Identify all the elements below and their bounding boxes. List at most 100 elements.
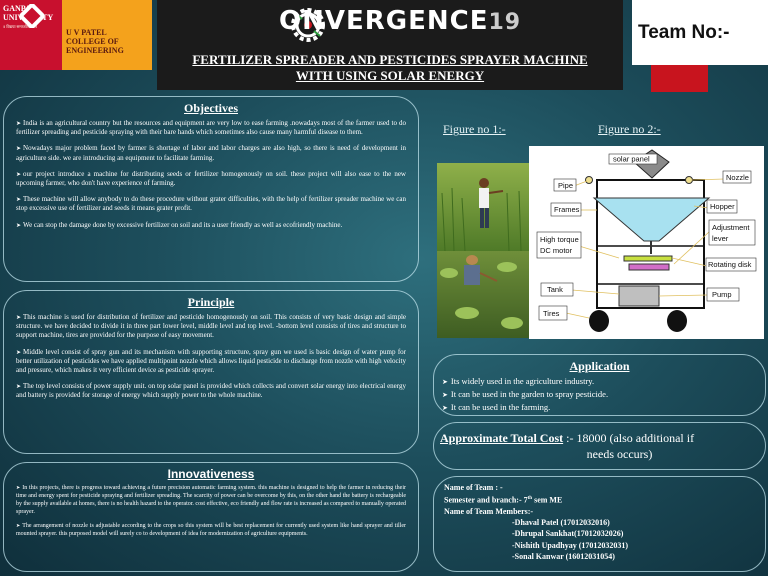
logo-college-line1: U V PATEL [66,28,107,37]
poster-title: FERTILIZER SPREADER AND PESTICIDES SPRAY… [157,52,623,84]
pump-shape [618,285,660,307]
diagram-label-motor-line2: DC motor [540,246,573,255]
objective-text: our project introduce a machine for dist… [16,169,406,188]
diagram-label-tank: Tank [547,285,563,294]
application-title: Application [569,359,630,373]
innovativeness-paragraph: ➤In this projects, there is progress tow… [16,484,406,516]
diagram-label-pump: Pump [712,290,732,299]
logo-college-line3: ENGINEERING [66,46,124,55]
innovativeness-text: The arrangement of nozzle is adjustable … [16,523,406,537]
semester-sup: th [527,496,533,501]
principle-text: The top level consists of power supply u… [16,382,406,400]
application-panel: Application ➤Its widely used in the agri… [433,354,766,416]
cost-panel: Approximate Total Cost :- 18000 (also ad… [433,422,766,470]
diagram-label-nozzle: Nozzle [726,173,749,182]
application-text: It can be used in the garden to spray pe… [450,389,609,399]
objective-text: India is an agricultural country but the… [16,119,406,137]
tire-right [667,310,687,332]
arrow-bullet-icon: ➤ [16,196,22,204]
objective-text: Nowadays major problem faced by farmer i… [16,144,406,162]
principle-paragraph: ➤The top level consists of power supply … [16,382,406,400]
event-name-text: ONVERGENCE [279,6,489,36]
diagram-label-tires: Tires [543,309,560,318]
machine-diagram: solar panel Pipe Frames High torque DC m… [529,146,764,339]
innovativeness-text: In this projects, there is progress towa… [16,485,406,515]
objective-text: We can stop the damage done by excessive… [23,220,343,229]
logo-motto: ॥ विद्यया समाजोत्कर्षः ॥ [3,24,38,29]
team-number-box: Team No:- [632,0,768,65]
semester-line: Semester and branch:- 7th sem ME [444,493,755,506]
diagram-label-adjustment-line2: lever [712,234,729,243]
application-item: ➤Its widely used in the agriculture indu… [442,375,757,388]
diagram-label-frames: Frames [554,205,580,214]
poster-title-line2: WITH USING SOLAR ENERGY [295,68,485,83]
team-member: -Dhaval Patel (17012032016) [512,517,610,527]
arrow-bullet-icon: ➤ [16,485,21,491]
event-year: 19 [488,10,522,35]
innovativeness-title: Innovativeness [167,467,255,481]
figure2-label: Figure no 2:- [598,122,661,136]
principle-text: Middle level consist of spray gun and it… [16,347,406,375]
objective-paragraph: ➤India is an agricultural country but th… [16,119,406,137]
objectives-title: Objectives [184,101,238,115]
logo-college-line2: COLLEGE OF [66,37,119,46]
objective-text: These machine will allow anybody to do t… [16,195,406,213]
figure1-label: Figure no 1:- [443,122,506,136]
farmer-photo [437,163,529,338]
cost-value: :- 18000 (also additional if [566,431,695,445]
machine-frame [596,179,705,309]
objective-paragraph: ➤our project introduce a machine for dis… [16,170,406,188]
innovativeness-panel: Innovativeness ➤In this projects, there … [3,462,419,572]
principle-text: This machine is used for distribution of… [16,313,406,340]
objective-paragraph: ➤Nowadays major problem faced by farmer … [16,144,406,162]
arrow-bullet-icon: ➤ [16,120,22,127]
team-number-label: Team No:- [638,22,730,43]
principle-title: Principle [187,295,235,309]
diagram-label-solar-panel: solar panel [613,155,650,164]
objective-paragraph: ➤These machine will allow anybody to do … [16,195,406,213]
team-member: -Nishith Upadhyay (17012032031) [512,540,629,550]
team-member: -Sonal Kanwar (16012031054) [512,552,615,562]
principle-paragraph: ➤Middle level consist of spray gun and i… [16,348,406,376]
arrow-bullet-icon: ➤ [442,378,448,386]
team-details-panel: Name of Team : - Semester and branch:- 7… [433,476,766,572]
application-text: Its widely used in the agriculture indus… [450,376,595,386]
adjustment-plate-shape [628,263,670,271]
application-item: ➤It can be used in the garden to spray p… [442,388,757,401]
principle-paragraph: ➤This machine is used for distribution o… [16,313,406,341]
arrow-bullet-icon: ➤ [16,348,22,356]
application-text: It can be used in the farming. [450,402,551,412]
hopper-shape [592,197,711,242]
arrow-bullet-icon: ➤ [16,314,22,321]
application-item: ➤It can be used in the farming. [442,401,757,414]
members-label: Name of Team Members:- [444,506,534,516]
college-logo: GANPAT UNIVERSITY ॥ विद्यया समाजोत्कर्षः… [0,0,152,70]
arrow-bullet-icon: ➤ [442,391,448,399]
diagram-label-pipe: Pipe [558,181,573,190]
university-emblem-icon [20,4,44,28]
objectives-panel: Objectives ➤India is an agricultural cou… [3,96,419,282]
arrow-bullet-icon: ➤ [442,404,448,412]
arrow-bullet-icon: ➤ [16,170,22,178]
red-accent-strip [651,65,708,92]
event-header: CONVERGENCE19 FERTILIZER SPREADER AND PE… [157,0,623,90]
team-name-line: Name of Team : - [444,483,503,492]
arrow-bullet-icon: ➤ [16,383,22,391]
convergence-gear-icon [291,8,325,42]
cost-note: needs occurs) [586,447,653,461]
arrow-bullet-icon: ➤ [16,221,22,229]
objective-paragraph: ➤We can stop the damage done by excessiv… [16,221,406,230]
event-name: CONVERGENCE19 [157,6,623,36]
poster-title-line1: FERTILIZER SPREADER AND PESTICIDES SPRAY… [192,52,588,67]
rotating-disk-shape [623,255,673,262]
diagram-label-rotating-disk: Rotating disk [708,260,752,269]
tire-left [589,310,609,332]
arrow-bullet-icon: ➤ [16,145,22,153]
diagram-label-motor-line1: High torque [540,235,579,244]
team-member: -Dhrupal Sankhat(17012032026) [512,529,624,539]
innovativeness-paragraph: ➤The arrangement of nozzle is adjustable… [16,522,406,538]
logo-college-block: U V PATEL COLLEGE OF ENGINEERING [62,0,152,70]
logo-university-line1: GANPAT [3,4,36,13]
arrow-bullet-icon: ➤ [16,523,21,529]
principle-panel: Principle ➤This machine is used for dist… [3,290,419,454]
